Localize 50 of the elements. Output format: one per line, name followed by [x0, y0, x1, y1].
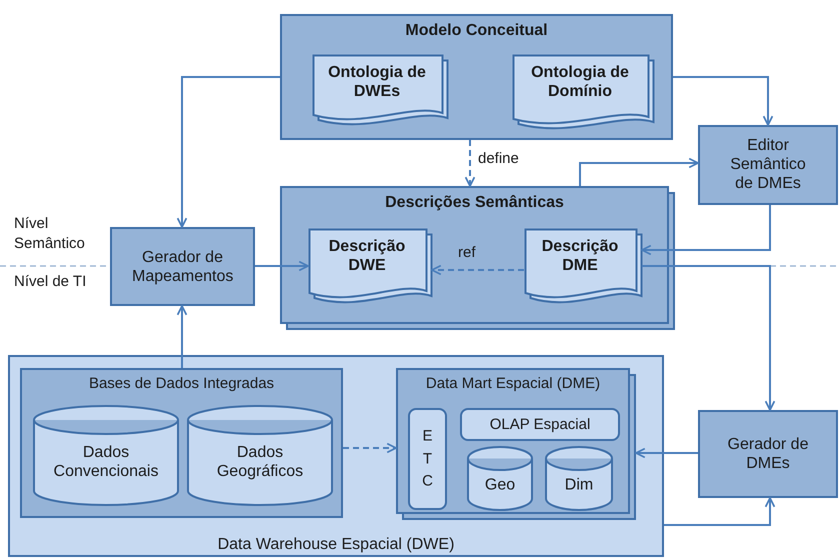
dashed-arrow — [343, 442, 397, 454]
container-box — [280, 186, 675, 330]
document-shape — [524, 228, 642, 306]
box-title: Data Mart Espacial (DME) — [424, 375, 602, 393]
box-label: Ontologia de Domínio — [530, 63, 630, 102]
process-box — [698, 410, 838, 498]
process-box — [460, 408, 620, 441]
arrow — [255, 260, 309, 272]
database-cylinder — [467, 447, 533, 511]
container-box — [8, 355, 664, 557]
arrow — [642, 265, 776, 411]
box-title: Data Warehouse Espacial (DWE) — [216, 534, 456, 554]
box-label: Gerador de Mapeamentos — [132, 247, 233, 286]
arrow — [579, 158, 699, 186]
database-cylinder — [545, 447, 613, 511]
box-label: Geo — [484, 475, 516, 495]
box-label: Dim — [564, 475, 594, 495]
box-title: Descrições Semânticas — [384, 193, 565, 212]
container-box — [280, 14, 673, 140]
arrow — [641, 205, 771, 256]
dashed-arrow — [431, 264, 524, 276]
process-box — [698, 125, 838, 205]
process-box — [110, 227, 255, 306]
document-shape — [312, 54, 448, 128]
arrow — [673, 76, 774, 126]
database-cylinder — [187, 406, 333, 506]
container-box — [396, 368, 636, 520]
box-label: ETC — [421, 426, 434, 492]
process-box — [408, 408, 447, 510]
level-label: Nível Semântico — [14, 214, 86, 253]
box-label: Descrição DME — [540, 237, 620, 276]
box-title: Modelo Conceitual — [404, 21, 549, 40]
arrow — [176, 305, 188, 368]
arrow — [176, 76, 280, 228]
box-label: Editor Semântico de DMEs — [729, 136, 807, 194]
box-label: Ontologia de DWEs — [327, 63, 427, 102]
box-title: Bases de Dados Integradas — [88, 375, 276, 393]
dashed-arrow — [464, 140, 476, 187]
box-label: Dados Convencionais — [52, 442, 160, 482]
box-label: OLAP Espacial — [488, 416, 592, 434]
box-label: Gerador de DMEs — [726, 434, 810, 474]
database-cylinder — [33, 406, 179, 506]
container-box — [20, 368, 343, 518]
arrow — [664, 497, 776, 526]
box-label: Dados Geográficos — [216, 442, 304, 482]
document-shape — [308, 228, 432, 306]
box-label: Descrição DWE — [328, 237, 406, 276]
document-shape — [512, 54, 654, 132]
level-label: Nível de TI — [14, 272, 88, 292]
arrow — [635, 448, 698, 458]
